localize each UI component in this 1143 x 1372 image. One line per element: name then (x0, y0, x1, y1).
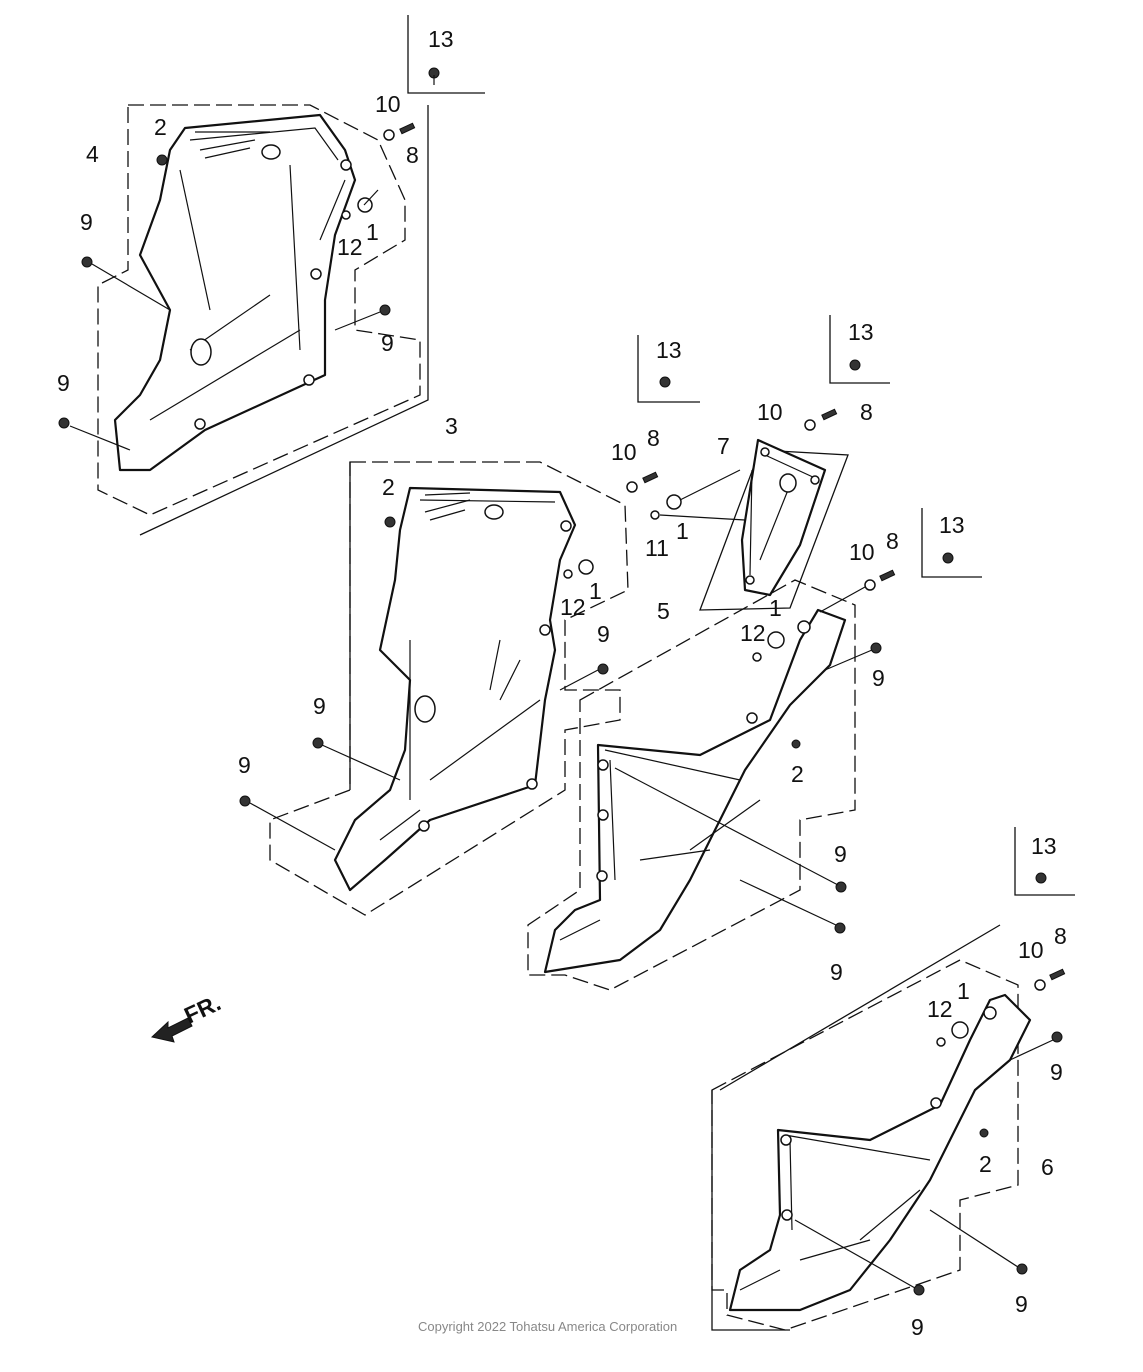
callout-12: 12 (560, 594, 586, 620)
callout-10: 10 (1018, 937, 1044, 963)
callout-1: 1 (589, 578, 602, 604)
part-3-group (239, 335, 700, 916)
callout-9: 9 (911, 1314, 924, 1340)
callout-10: 10 (849, 539, 875, 565)
callout-9: 9 (57, 370, 70, 396)
callout-2: 2 (154, 114, 167, 140)
callout-7: 7 (717, 433, 730, 459)
callout-8: 8 (860, 399, 873, 425)
callout-13: 13 (656, 337, 682, 363)
callout-3: 3 (445, 413, 458, 439)
callout-1: 1 (366, 219, 379, 245)
callout-2: 2 (791, 761, 804, 787)
callout-13: 13 (1031, 833, 1057, 859)
callout-5: 5 (657, 598, 670, 624)
callout-12: 12 (740, 620, 766, 646)
copyright-notice: Copyright 2022 Tohatsu America Corporati… (418, 1319, 677, 1334)
callout-8: 8 (647, 425, 660, 451)
callout-8: 8 (406, 142, 419, 168)
callout-9: 9 (872, 665, 885, 691)
callout-9: 9 (1015, 1291, 1028, 1317)
callout-9: 9 (381, 330, 394, 356)
callout-1: 1 (769, 595, 782, 621)
side-cover-center (333, 486, 577, 892)
callout-13: 13 (848, 319, 874, 345)
callout-9: 9 (597, 621, 610, 647)
callout-13: 13 (939, 512, 965, 538)
callout-10: 10 (757, 399, 783, 425)
part-5-group (527, 508, 982, 991)
side-cover-upper-left (113, 113, 357, 472)
callout-9: 9 (313, 693, 326, 719)
part-6-group (711, 827, 1075, 1331)
callout-4: 4 (86, 141, 99, 167)
callout-10: 10 (375, 91, 401, 117)
callout-6: 6 (1041, 1154, 1054, 1180)
callout-9: 9 (80, 209, 93, 235)
part-7-group (650, 315, 890, 611)
callout-9: 9 (1050, 1059, 1063, 1085)
callout-1: 1 (957, 978, 970, 1004)
callout-1: 1 (676, 518, 689, 544)
front-arrow-icon: FR. (150, 989, 225, 1043)
callout-11: 11 (645, 535, 669, 561)
lower-cover-5 (543, 608, 847, 974)
callout-13: 13 (428, 26, 454, 52)
callout-2: 2 (979, 1151, 992, 1177)
callout-9: 9 (830, 959, 843, 985)
callout-8: 8 (886, 528, 899, 554)
callout-12: 12 (337, 234, 363, 260)
callout-9: 9 (834, 841, 847, 867)
part-4-group (58, 15, 485, 536)
callout-12: 12 (927, 996, 953, 1022)
lower-cover-6 (728, 993, 1032, 1312)
callout-9: 9 (238, 752, 251, 778)
bracket-7 (740, 438, 827, 597)
callout-10: 10 (611, 439, 637, 465)
callout-labels: 13 10 8 2 4 9 12 1 9 9 13 13 10 8 3 7 10… (57, 26, 1067, 1340)
callout-2: 2 (382, 474, 395, 500)
callout-8: 8 (1054, 923, 1067, 949)
